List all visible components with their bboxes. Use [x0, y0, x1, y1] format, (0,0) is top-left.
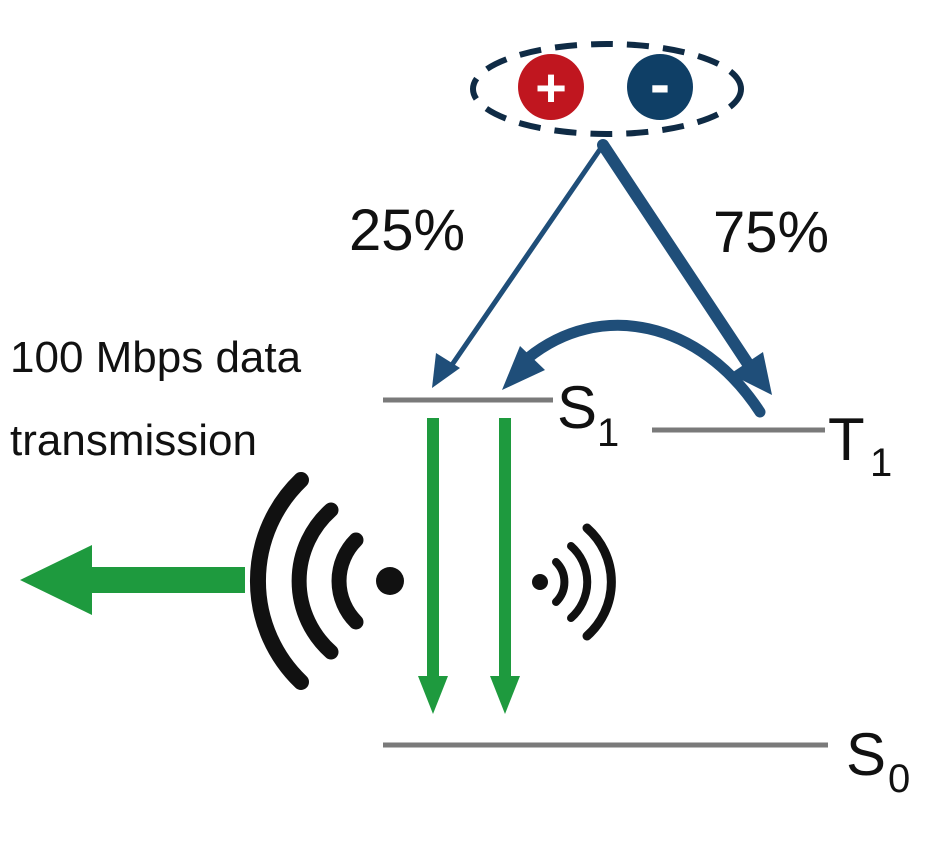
positive-charge-symbol: +	[535, 58, 567, 118]
s1-state-label: S 1	[557, 374, 619, 455]
singlet-percent-label: 25%	[349, 198, 465, 263]
triplet-percent-label: 75%	[713, 200, 829, 265]
s0-state-label: S 0	[846, 721, 910, 801]
exciton-icon: + -	[470, 41, 744, 137]
emission-arrow-left	[418, 418, 448, 714]
triplet-formation-arrow	[597, 139, 772, 395]
negative-charge-symbol: -	[650, 51, 670, 118]
svg-text:S: S	[557, 374, 597, 441]
left-arrow-icon	[20, 545, 245, 615]
svg-text:1: 1	[597, 411, 619, 455]
wireless-signal-icon	[250, 472, 404, 690]
dashed-ellipse-icon	[470, 41, 744, 137]
positive-charge-icon: +	[518, 54, 584, 120]
caption-line-1: 100 Mbps data	[10, 333, 302, 382]
svg-text:S: S	[846, 721, 886, 788]
svg-text:0: 0	[888, 757, 910, 801]
emission-arrow-right	[490, 418, 520, 714]
reverse-crossing-arrow	[502, 319, 766, 418]
t1-state-label: T 1	[828, 406, 892, 485]
svg-text:T: T	[828, 406, 865, 473]
singlet-formation-arrow	[432, 142, 606, 388]
negative-charge-icon: -	[627, 51, 693, 120]
wireless-signal-small-icon	[532, 523, 616, 641]
caption-line-2: transmission	[10, 416, 257, 465]
svg-text:1: 1	[870, 441, 892, 485]
